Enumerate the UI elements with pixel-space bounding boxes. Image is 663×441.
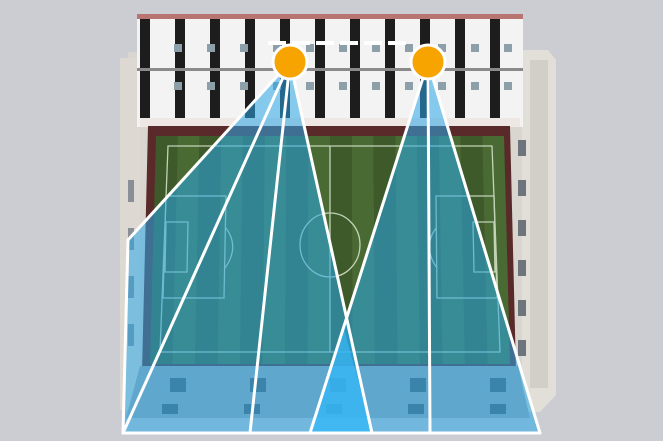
east-stand-gap	[518, 340, 526, 356]
north-stand-window	[471, 44, 479, 52]
north-stand-window	[240, 44, 248, 52]
west-stand-gap	[128, 180, 134, 202]
east-stand-gap	[518, 220, 526, 236]
north-stand-window	[405, 44, 413, 52]
north-stand-window	[174, 82, 182, 90]
east-stand-gap	[518, 260, 526, 276]
north-stand-window	[405, 82, 413, 90]
east-stand-gap	[518, 300, 526, 316]
press-light	[316, 41, 334, 45]
north-stand-window	[471, 82, 479, 90]
north-stand-window	[372, 82, 380, 90]
north-stand-front	[140, 118, 520, 127]
north-stand-window	[174, 44, 182, 52]
north-stand-tier	[137, 68, 523, 71]
north-stand-window	[438, 82, 446, 90]
coverage-ray	[428, 62, 430, 433]
north-stand-window	[306, 44, 314, 52]
east-stand-gap	[518, 140, 526, 156]
north-stand-window	[306, 82, 314, 90]
north-stand-base	[137, 19, 523, 127]
press-light	[340, 41, 358, 45]
north-stand-window	[372, 44, 380, 52]
north-stand-window	[207, 82, 215, 90]
north-stand	[137, 19, 523, 127]
press-light	[388, 41, 406, 45]
press-light	[364, 41, 382, 45]
right-annex-inner	[530, 60, 548, 388]
north-stand-window	[207, 44, 215, 52]
east-stand-gap	[518, 180, 526, 196]
north-stand-window	[339, 44, 347, 52]
press-light	[268, 41, 286, 45]
camera-2	[411, 45, 445, 79]
north-stand-window	[504, 44, 512, 52]
north-roof-edge	[137, 14, 523, 19]
camera-1	[273, 45, 307, 79]
north-stand-window	[504, 82, 512, 90]
north-stand-window	[339, 82, 347, 90]
north-stand-window	[240, 82, 248, 90]
